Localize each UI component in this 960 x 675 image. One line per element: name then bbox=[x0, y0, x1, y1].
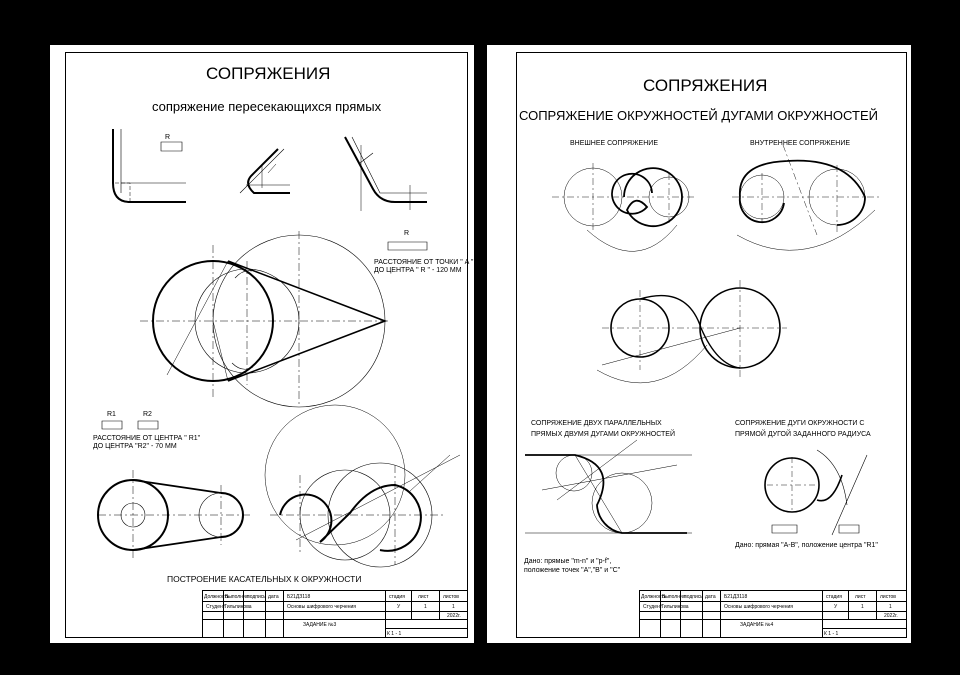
stamp-2-sheets: 1 bbox=[889, 604, 892, 610]
given-arc: Дано: прямая "А-В", положение центра "R1… bbox=[735, 542, 878, 549]
caption-internal: ВНУТРЕННЕЕ СОПРЯЖЕНИЕ bbox=[750, 140, 851, 147]
caption-arc: СОПРЯЖЕНИЕ ДУГИ ОКРУЖНОСТИ С bbox=[735, 420, 865, 427]
stamp-1-date-h: дата bbox=[268, 594, 279, 600]
stamp-2-role: Студент bbox=[643, 604, 663, 610]
stamp-1-role: Студент bbox=[206, 604, 226, 610]
sheet-2-drawings bbox=[525, 144, 879, 536]
sheet-1-title-block: Должность Выполнил подпись дата Студент … bbox=[202, 590, 468, 638]
sheet-1-subtitle: сопряжение пересекающихся прямых bbox=[152, 99, 382, 114]
stamp-1-position-h: Должность bbox=[204, 594, 230, 600]
stamp-2-sheet: 1 bbox=[861, 604, 864, 610]
stamp-1-sheet: 1 bbox=[424, 604, 427, 610]
note-distance-r1r2: РАССТОЯНИЕ ОТ ЦЕНТРА " R1" bbox=[93, 435, 201, 442]
note-distance-a-2: ДО ЦЕНТРА " R " - 120 ММ bbox=[374, 267, 462, 274]
stamp-2-date-h: дата bbox=[705, 594, 716, 600]
stamp-2-position-h: Должность bbox=[641, 594, 667, 600]
sheet-2-subtitle: СОПРЯЖЕНИЕ ОКРУЖНОСТЕЙ ДУГАМИ ОКРУЖНОСТЕ… bbox=[519, 108, 878, 123]
dim-r1-label: R1 bbox=[107, 411, 116, 418]
dim-r-label: R bbox=[165, 134, 171, 141]
caption-external: ВНЕШНЕЕ СОПРЯЖЕНИЕ bbox=[570, 140, 658, 147]
caption-parallel: СОПРЯЖЕНИЕ ДВУХ ПАРАЛЛЕЛЬНЫХ bbox=[531, 420, 662, 427]
dim-r2-label: R2 bbox=[143, 411, 152, 418]
stamp-1-done-h: Выполнил bbox=[225, 594, 249, 600]
given-lines: Дано: прямые "m-n" и "p-f", bbox=[524, 558, 612, 565]
stamp-2-group: Б21ДЗ118 bbox=[724, 594, 748, 600]
stamp-2-author: Тильпинова bbox=[661, 604, 689, 610]
note-distance-r1r2-2: ДО ЦЕНТРА "R2" - 70 ММ bbox=[93, 443, 177, 450]
sheet-1-drawings bbox=[97, 129, 461, 568]
stamp-1-author: Тильпинова bbox=[224, 604, 252, 610]
drawing-sheet-2: СОПРЯЖЕНИЯ СОПРЯЖЕНИЕ ОКРУЖНОСТЕЙ ДУГАМИ… bbox=[487, 45, 911, 643]
stamp-2-year: 2022г. bbox=[884, 613, 898, 619]
stamp-2-sheet-h: лист bbox=[855, 594, 866, 600]
stamp-1-sign-h: подпись bbox=[247, 594, 266, 600]
sheet-1-title: СОПРЯЖЕНИЯ bbox=[206, 64, 331, 83]
drawing-sheet-1: СОПРЯЖЕНИЯ сопряжение пересекающихся пря… bbox=[50, 45, 474, 643]
note-distance-a: РАССТОЯНИЕ ОТ ТОЧКИ " A " bbox=[374, 259, 474, 266]
caption-parallel-2: ПРЯМЫХ ДВУМЯ ДУГАМИ ОКРУЖНОСТЕЙ bbox=[531, 431, 676, 438]
stamp-1-sheet-h: лист bbox=[418, 594, 429, 600]
stamp-1-stage: У bbox=[397, 604, 401, 610]
given-lines-2: положение точек "A","B" и "C" bbox=[524, 567, 621, 574]
sheet-1-caption: ПОСТРОЕНИЕ КАСАТЕЛЬНЫХ К ОКРУЖНОСТИ bbox=[167, 574, 362, 584]
sheet-2-title: СОПРЯЖЕНИЯ bbox=[643, 76, 768, 95]
stamp-1-year: 2022г. bbox=[447, 613, 461, 619]
stamp-2-task: ЗАДАНИЕ №4 bbox=[740, 622, 774, 628]
stamp-1-code: К 1 - 1 bbox=[387, 631, 402, 637]
stamp-2-stage-h: стадия bbox=[826, 594, 842, 600]
stamp-1-sheets: 1 bbox=[452, 604, 455, 610]
stamp-1-group: Б21ДЗ118 bbox=[287, 594, 311, 600]
stamp-2-code: К 1 - 1 bbox=[824, 631, 839, 637]
stamp-1-subject: Основы шифрового черчения bbox=[287, 604, 357, 610]
stamp-1-task: ЗАДАНИЕ №3 bbox=[303, 622, 337, 628]
sheet-2-title-block: Должность Выполнил подпись дата Студент … bbox=[639, 590, 907, 638]
caption-arc-2: ПРЯМОЙ ДУГОЙ ЗАДАННОГО РАДИУСА bbox=[735, 431, 871, 438]
dim-r-box-label: R bbox=[404, 230, 410, 237]
stamp-2-subject: Основы шифрового черчения bbox=[724, 604, 794, 610]
stamp-1-stage-h: стадия bbox=[389, 594, 405, 600]
stamp-2-sign-h: подпись bbox=[684, 594, 703, 600]
stamp-2-sheets-h: листов bbox=[880, 594, 896, 600]
stamp-2-stage: У bbox=[834, 604, 838, 610]
stamp-1-sheets-h: листов bbox=[443, 594, 459, 600]
stamp-2-done-h: Выполнил bbox=[662, 594, 686, 600]
